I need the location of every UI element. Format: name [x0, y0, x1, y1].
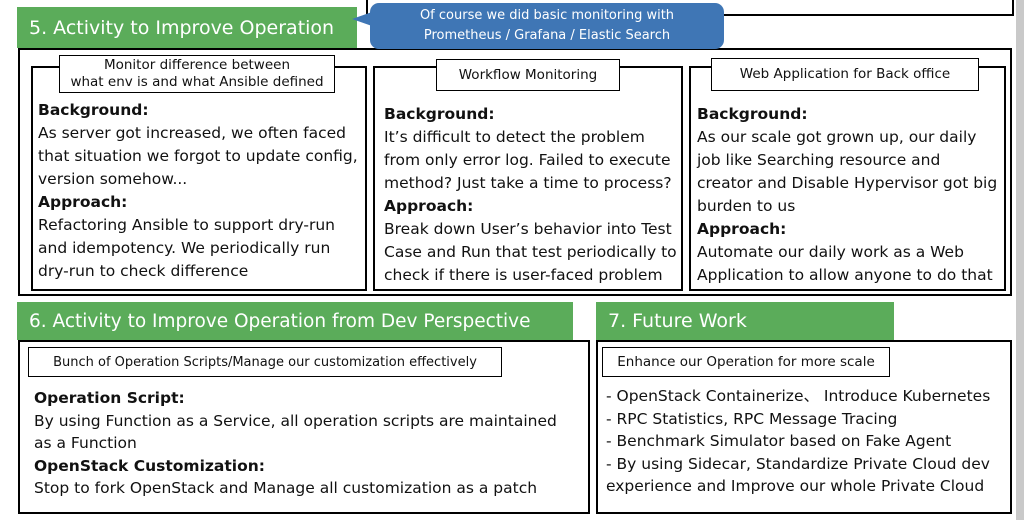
- background-line: It’s difficult to detect the problem: [384, 128, 645, 146]
- operation-script-line: By using Function as a Service, all oper…: [34, 411, 557, 430]
- background-heading: Background:: [384, 105, 495, 123]
- approach-line: dry-run to check difference: [38, 262, 249, 280]
- web-app-card: [689, 66, 1006, 291]
- operation-script-heading: Operation Script:: [34, 389, 185, 407]
- background-line: job like Searching resource and: [697, 151, 941, 169]
- approach-heading: Approach:: [38, 193, 128, 211]
- future-work-list: - OpenStack Containerize、 Introduce Kube…: [606, 385, 990, 498]
- background-line: burden to us: [697, 197, 796, 215]
- approach-line: Break down User’s behavior into Test: [384, 220, 672, 238]
- approach-line: and idempotency. We periodically run: [38, 239, 331, 257]
- web-app-body: Background: As our scale got grown up, o…: [697, 103, 997, 287]
- customization-line: Stop to fork OpenStack and Manage all cu…: [34, 479, 538, 497]
- approach-line: Refactoring Ansible to support dry-run: [38, 216, 335, 234]
- approach-line: Case and Run that test periodically to: [384, 243, 677, 261]
- list-item: - By using Sidecar, Standardize Private …: [606, 454, 990, 473]
- list-item: - Benchmark Simulator based on Fake Agen…: [606, 432, 952, 450]
- web-app-label: Web Application for Back office: [711, 58, 979, 91]
- ansible-diff-label: Monitor difference between what env is a…: [59, 55, 335, 93]
- background-line: version somehow...: [38, 170, 188, 188]
- ansible-diff-card: [31, 66, 367, 291]
- background-line: that situation we forgot to update confi…: [38, 147, 358, 165]
- window-edge: [1016, 0, 1024, 520]
- approach-line: Application to allow anyone to do that: [697, 266, 993, 284]
- customization-heading: OpenStack Customization:: [34, 456, 265, 475]
- background-line: from only error log. Failed to execute: [384, 151, 671, 169]
- workflow-body: Background: It’s difficult to detect the…: [384, 103, 677, 287]
- ansible-diff-body: Background: As server got increased, we …: [38, 99, 358, 283]
- approach-heading: Approach:: [697, 220, 787, 238]
- background-heading: Background:: [697, 105, 808, 123]
- background-line: method? Just take a time to process?: [384, 174, 672, 192]
- background-heading: Background:: [38, 101, 149, 119]
- list-item: - RPC Statistics, RPC Message Tracing: [606, 409, 898, 428]
- callout-line: Prometheus / Grafana / Elastic Search: [423, 28, 671, 43]
- approach-heading: Approach:: [384, 197, 474, 215]
- label-line: Monitor difference between: [103, 57, 291, 73]
- background-line: As server got increased, we often faced: [38, 124, 346, 142]
- background-line: As our scale got grown up, our daily: [697, 128, 977, 146]
- section7-title: 7. Future Work: [596, 302, 894, 340]
- label-line: what env is and what Ansible defined: [70, 74, 324, 90]
- section6-body: Operation Script: By using Function as a…: [34, 387, 557, 500]
- list-item: - OpenStack Containerize、 Introduce Kube…: [606, 387, 991, 405]
- callout-pointer: [352, 12, 372, 26]
- list-item: experience and Improve our whole Private…: [606, 477, 985, 495]
- callout-line: Of course we did basic monitoring with: [419, 8, 675, 23]
- section6-label: Bunch of Operation Scripts/Manage our cu…: [28, 347, 502, 377]
- background-line: creator and Disable Hypervisor got big: [697, 174, 998, 192]
- approach-line: Automate our daily work as a Web: [697, 243, 964, 261]
- operation-script-line: as a Function: [34, 434, 137, 452]
- section5-title: 5. Activity to Improve Operation: [17, 7, 357, 48]
- approach-line: check if there is user-faced problem: [384, 266, 663, 284]
- section7-label: Enhance our Operation for more scale: [602, 347, 890, 377]
- workflow-label: Workflow Monitoring: [436, 59, 620, 91]
- monitoring-callout: Of course we did basic monitoring with P…: [370, 3, 724, 49]
- workflow-card: [373, 66, 683, 291]
- section6-title: 6. Activity to Improve Operation from De…: [17, 302, 573, 340]
